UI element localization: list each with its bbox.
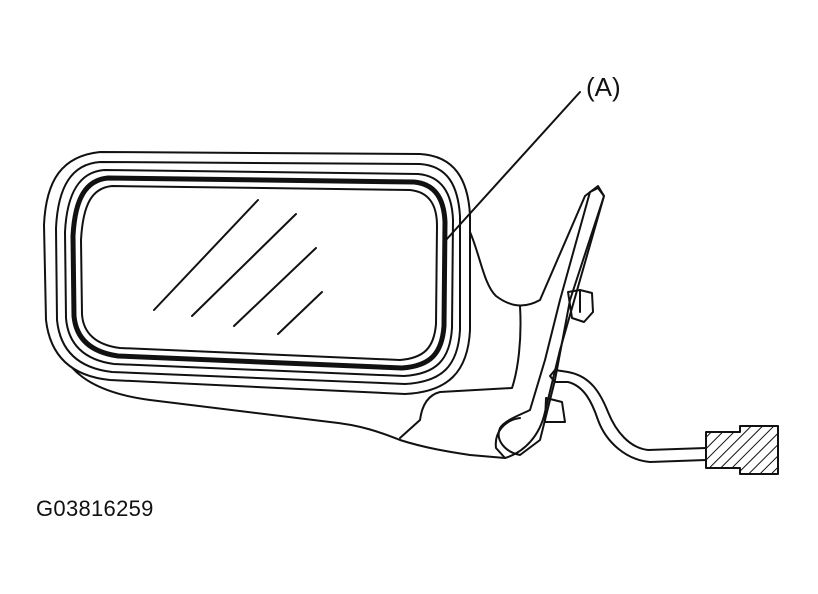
wire-cable xyxy=(554,369,707,451)
wire-cable-inner xyxy=(554,381,707,463)
callout-leader-line xyxy=(445,91,581,241)
mirror-glass-seal xyxy=(70,175,448,371)
mirror-housing-rim xyxy=(55,161,461,385)
connector-plug xyxy=(705,425,779,475)
mount-base xyxy=(494,417,521,459)
glass-reflection-lines xyxy=(153,199,323,335)
callout-label-a: (A) xyxy=(586,72,621,102)
wire-cable-end xyxy=(549,369,556,383)
mount-lower-tab xyxy=(544,397,566,423)
mirror-housing-outer xyxy=(43,151,471,395)
mirror-glass xyxy=(80,185,438,361)
mirror-housing-arm xyxy=(53,185,605,459)
mirror-arm-inner-edge xyxy=(399,305,522,439)
mirror-frame-outer xyxy=(64,169,454,377)
mount-plate xyxy=(497,187,605,456)
figure-code: G03816259 xyxy=(36,496,154,521)
